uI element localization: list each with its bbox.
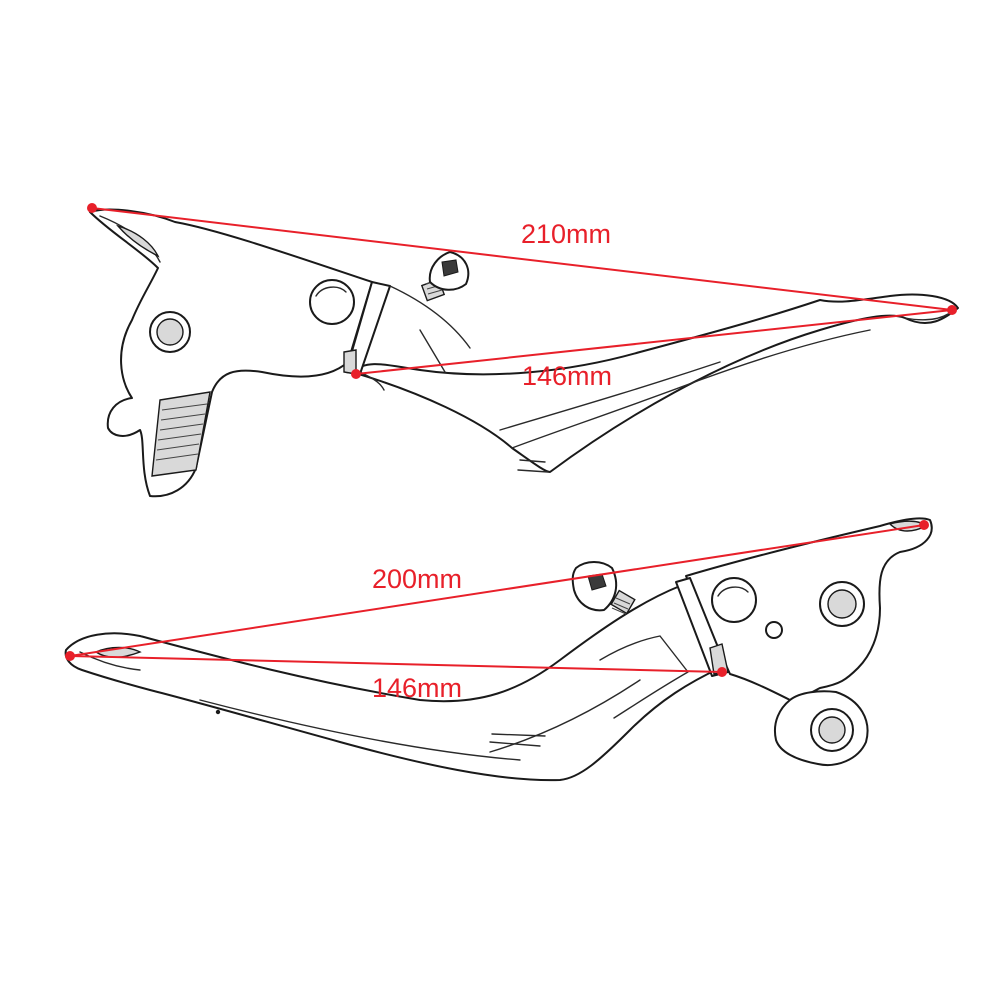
bottom-lever-hole-small — [765, 621, 783, 639]
bottom-lever-blade — [64, 585, 721, 782]
top-lever-ribs — [151, 391, 211, 477]
bottom-overall-dimension-end-dot — [919, 520, 929, 530]
bottom-inner-dimension-line — [69, 655, 723, 673]
top-overall-dimension-line — [91, 207, 953, 311]
bottom-lever-boss — [711, 577, 757, 623]
top-overall-dimension-start-dot — [87, 203, 97, 213]
top-inner-dimension-start-dot — [351, 369, 361, 379]
top-lever-body — [89, 208, 373, 498]
bottom-inner-dimension-end-dot — [717, 667, 727, 677]
bottom-inner-dimension-label: 146mm — [372, 673, 462, 703]
top-lever-drawing — [89, 208, 959, 498]
bottom-lever-drawing — [64, 517, 933, 782]
top-lever-adjuster-screw — [420, 251, 470, 302]
bottom-overall-dimension-label: 200mm — [372, 564, 462, 594]
top-lever-dimensions: 210mm 146mm — [87, 203, 957, 391]
top-inner-dimension-line — [355, 309, 953, 375]
bottom-overall-dimension-line — [69, 524, 925, 657]
top-inner-dimension-label: 146mm — [522, 361, 612, 391]
bottom-lever-adjuster-screw — [571, 561, 636, 615]
bottom-lever-dimensions: 200mm 146mm — [65, 520, 929, 703]
top-overall-dimension-label: 210mm — [521, 219, 611, 249]
